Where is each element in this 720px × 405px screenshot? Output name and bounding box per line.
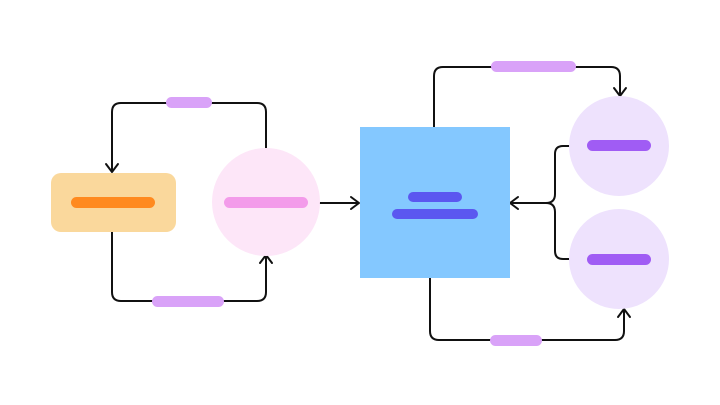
edge-lavender-top-to-blue xyxy=(545,145,570,204)
edge-label-bottom-right xyxy=(490,335,542,346)
edge-label-bottom-left xyxy=(152,296,224,307)
node-pink-circle xyxy=(212,148,320,256)
node-blue-square xyxy=(360,127,510,278)
node-pink-circle-label xyxy=(224,197,308,208)
node-blue-square-label-line-2 xyxy=(392,209,478,219)
node-blue-square-label-line-1 xyxy=(408,192,462,202)
node-lavender-circle-top-label xyxy=(587,140,651,151)
node-lavender-circle-bottom-label xyxy=(587,254,651,265)
arrowhead-into-orange-box xyxy=(105,163,119,173)
edge-label-top-left xyxy=(166,97,212,108)
edge-lavender-bottom-to-blue xyxy=(545,202,570,260)
arrowhead-into-lavender-top xyxy=(613,87,627,97)
node-orange-box xyxy=(51,173,176,232)
node-lavender-circle-bottom xyxy=(569,209,669,309)
edge-label-top-right xyxy=(491,61,576,72)
node-lavender-circle-top xyxy=(569,96,669,196)
arrowhead-into-lavender-bottom xyxy=(617,308,631,318)
node-orange-box-label xyxy=(71,197,155,208)
arrowhead-into-blue-square xyxy=(350,196,360,210)
